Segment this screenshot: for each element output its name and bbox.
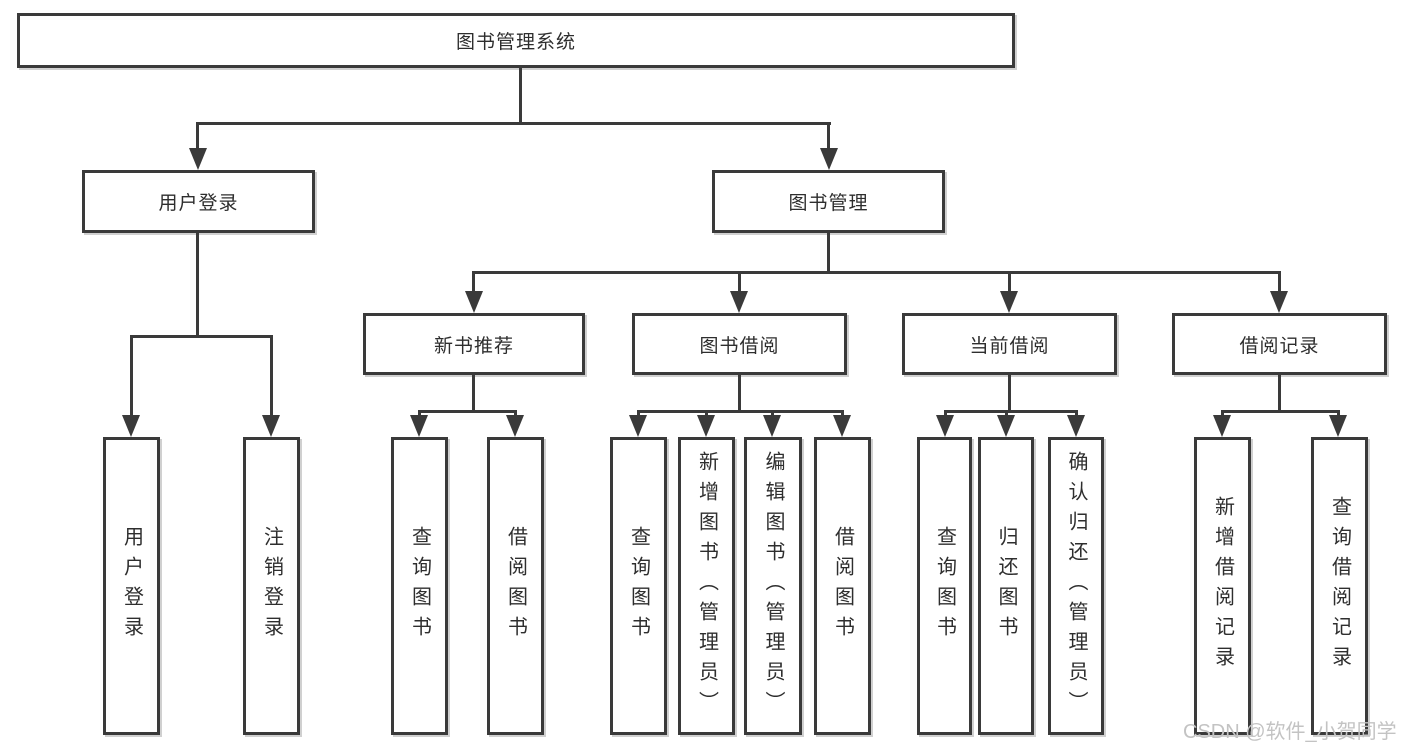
leaf-confirm-return-admin: 确认归还（管理员）: [1048, 437, 1104, 735]
arrow-down-icon: [410, 415, 428, 437]
connector-drop: [1278, 271, 1281, 294]
connector-stub: [1278, 375, 1281, 413]
arrow-down-icon: [820, 148, 838, 170]
leaf-label: 查询借阅记录: [1328, 496, 1351, 676]
node-label: 图书管理: [788, 193, 869, 214]
connector-drop: [196, 122, 199, 152]
leaf-label: 用户登录: [120, 526, 143, 646]
node-new-book-recommend: 新书推荐: [363, 313, 585, 375]
leaf-label: 借阅图书: [831, 526, 854, 646]
leaf-search-books-borrow: 查询图书: [610, 437, 667, 735]
node-library-management-system: 图书管理系统: [17, 13, 1015, 68]
arrow-down-icon: [936, 415, 954, 437]
connector-drop: [827, 122, 830, 152]
leaf-label: 借阅图书: [504, 526, 527, 646]
arrow-down-icon: [697, 415, 715, 437]
leaf-label: 新增图书（管理员）: [695, 451, 718, 721]
leaf-borrow-books-recommend: 借阅图书: [487, 437, 544, 735]
connector-drop: [738, 271, 741, 294]
node-user-login: 用户登录: [82, 170, 315, 233]
arrow-down-icon: [997, 415, 1015, 437]
leaf-borrow-books-borrow: 借阅图书: [814, 437, 871, 735]
arrow-down-icon: [730, 291, 748, 313]
leaf-add-book-admin: 新增图书（管理员）: [678, 437, 735, 735]
leaf-edit-book-admin: 编辑图书（管理员）: [744, 437, 802, 735]
arrow-down-icon: [1000, 291, 1018, 313]
leaf-search-books-current: 查询图书: [917, 437, 972, 735]
arrow-down-icon: [465, 291, 483, 313]
connector-stub: [1008, 375, 1011, 413]
leaf-label: 注销登录: [260, 526, 283, 646]
node-book-borrow: 图书借阅: [632, 313, 847, 375]
node-label: 新书推荐: [433, 335, 514, 357]
node-label: 图书管理系统: [455, 32, 576, 53]
arrow-down-icon: [1067, 415, 1085, 437]
connector-rail: [418, 410, 517, 413]
node-label: 用户登录: [158, 193, 239, 214]
node-current-borrow: 当前借阅: [902, 313, 1117, 375]
leaf-return-book: 归还图书: [978, 437, 1034, 735]
connector-rail: [637, 410, 843, 413]
connector-stub: [738, 375, 741, 413]
leaf-search-books-recommend: 查询图书: [391, 437, 448, 735]
connector-drop: [130, 335, 133, 419]
leaf-user-login: 用户登录: [103, 437, 160, 735]
connector-rail: [944, 410, 1078, 413]
arrow-down-icon: [506, 415, 524, 437]
arrow-down-icon: [629, 415, 647, 437]
arrow-down-icon: [1270, 291, 1288, 313]
leaf-search-borrow-record: 查询借阅记录: [1311, 437, 1368, 735]
node-label: 借阅记录: [1239, 335, 1320, 357]
node-book-management: 图书管理: [712, 170, 945, 233]
connector-stub: [519, 68, 522, 122]
leaf-label: 查询图书: [933, 526, 956, 646]
connector-drop: [1008, 271, 1011, 294]
node-label: 图书借阅: [699, 335, 780, 357]
leaf-label: 确认归还（管理员）: [1065, 451, 1087, 721]
leaf-add-borrow-record: 新增借阅记录: [1194, 437, 1251, 735]
watermark: CSDN @软件_小贺同学: [1183, 721, 1397, 743]
leaf-label: 查询图书: [408, 526, 431, 646]
connector-drop: [472, 271, 475, 294]
node-label: 当前借阅: [969, 335, 1050, 357]
arrow-down-icon: [833, 415, 851, 437]
connector-drop: [270, 335, 273, 419]
connector-rail: [196, 122, 831, 125]
connector-rail: [130, 335, 273, 338]
arrow-down-icon: [1213, 415, 1231, 437]
arrow-down-icon: [122, 415, 140, 437]
connector-stub: [472, 375, 475, 413]
connector-stub: [196, 233, 199, 338]
leaf-label: 编辑图书（管理员）: [762, 451, 784, 721]
arrow-down-icon: [763, 415, 781, 437]
arrow-down-icon: [262, 415, 280, 437]
leaf-label: 归还图书: [995, 526, 1017, 646]
arrow-down-icon: [1329, 415, 1347, 437]
node-borrow-records: 借阅记录: [1172, 313, 1387, 375]
arrow-down-icon: [189, 148, 207, 170]
leaf-label: 新增借阅记录: [1211, 496, 1234, 676]
leaf-logout: 注销登录: [243, 437, 300, 735]
leaf-label: 查询图书: [627, 526, 650, 646]
connector-rail: [472, 271, 1280, 274]
connector-rail: [1221, 410, 1340, 413]
connector-stub: [827, 233, 830, 274]
